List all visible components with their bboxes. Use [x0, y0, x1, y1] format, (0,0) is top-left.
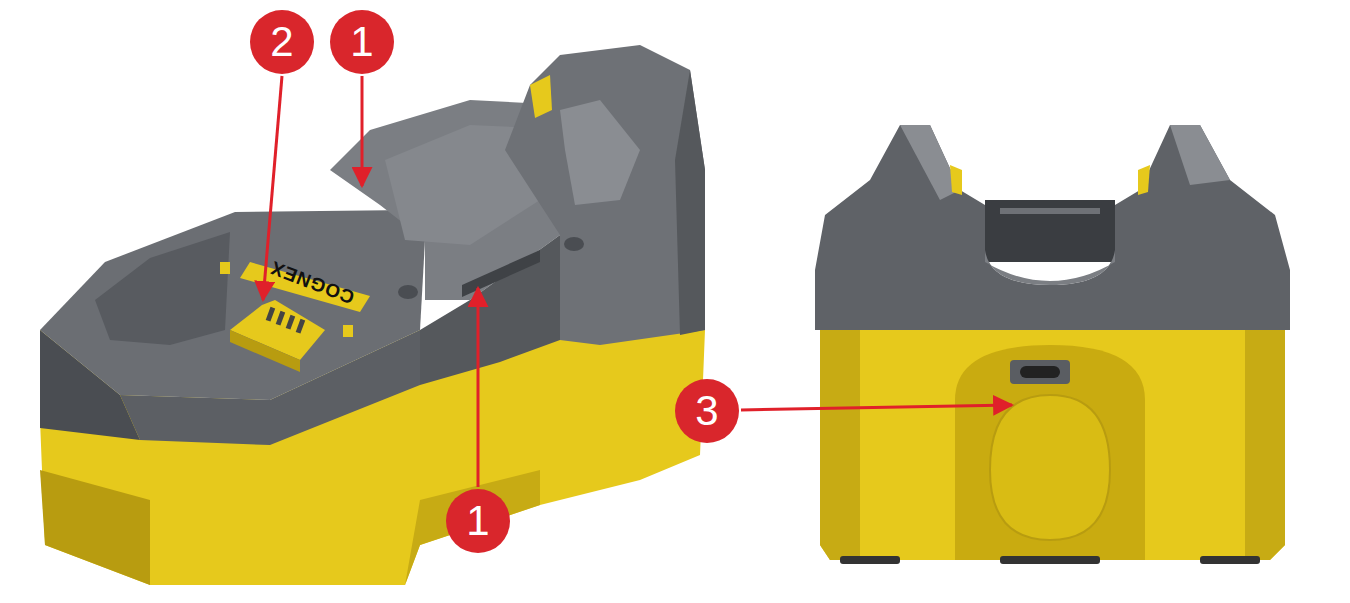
base-perspective-view — [40, 470, 150, 585]
callout-number: 3 — [695, 390, 718, 432]
leader-lines — [361, 76, 364, 186]
base-perspective-view — [40, 210, 425, 400]
base-perspective-view — [286, 315, 295, 330]
base-perspective-view — [420, 235, 560, 385]
base-front-view — [955, 345, 1145, 560]
callout-number: 1 — [350, 21, 373, 63]
base-perspective-view — [505, 45, 705, 345]
base-perspective-view — [675, 70, 705, 335]
base-front-view — [1010, 360, 1070, 384]
base-front-view — [990, 395, 1110, 540]
callout-circle: 1 — [446, 489, 510, 553]
callout-circle: 3 — [675, 379, 739, 443]
base-front-view — [900, 125, 960, 200]
base-front-view — [820, 330, 860, 560]
base-front-view — [840, 556, 900, 564]
callout-number: 2 — [270, 21, 293, 63]
base-perspective-view — [220, 262, 230, 274]
base-front-view — [1200, 556, 1260, 564]
base-front-view — [1000, 556, 1100, 564]
base-perspective-view — [462, 250, 540, 297]
base-front-view — [1245, 330, 1285, 560]
base-perspective-view — [343, 325, 353, 337]
callout-number: 1 — [466, 500, 489, 542]
callout-circle: 2 — [250, 10, 314, 74]
base-front-view — [1170, 125, 1230, 185]
base-front-view — [820, 330, 1285, 560]
base-perspective-view — [398, 285, 418, 299]
base-perspective-view — [230, 330, 300, 372]
base-perspective-view — [296, 319, 305, 334]
base-perspective-view — [95, 232, 230, 345]
base-perspective-view — [266, 307, 275, 322]
base-perspective-view — [266, 307, 305, 334]
base-perspective-view — [276, 311, 285, 326]
base-front-view — [1138, 165, 1150, 195]
callout-circle: 1 — [330, 10, 394, 74]
base-front-view — [985, 200, 1115, 262]
base-perspective-view — [560, 100, 640, 205]
base-front-view — [1020, 366, 1060, 378]
base-front-view — [985, 250, 1115, 285]
brand-logo: COGNEX — [267, 257, 356, 306]
base-perspective-view — [405, 470, 540, 585]
base-front-view — [1000, 208, 1100, 214]
base-perspective-view — [530, 75, 552, 118]
leader-lines — [477, 288, 480, 487]
leader-lines — [263, 76, 1012, 487]
base-front-view — [815, 125, 1290, 330]
base-perspective-view — [564, 237, 584, 251]
base-perspective-view — [40, 45, 705, 585]
leader-lines — [741, 405, 1012, 410]
base-front-view — [950, 165, 962, 195]
base-front-view — [815, 125, 1290, 564]
